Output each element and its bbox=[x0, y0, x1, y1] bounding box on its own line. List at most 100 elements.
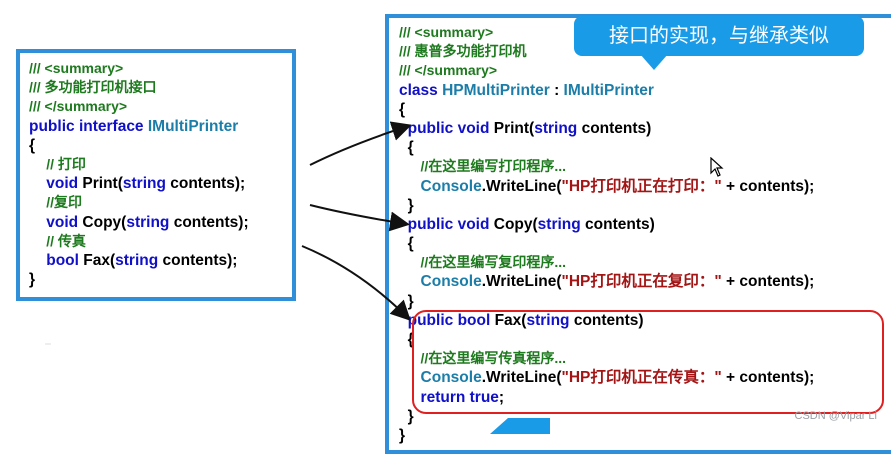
mouse-cursor-icon bbox=[710, 156, 724, 182]
code-token: void bbox=[46, 175, 83, 193]
code-token: + contents); bbox=[721, 369, 815, 387]
code-token: /// </summary> bbox=[399, 62, 498, 79]
code-token: bool bbox=[46, 251, 84, 269]
code-token: HPMultiPrinter bbox=[442, 81, 555, 99]
code-token: contents) bbox=[573, 311, 644, 329]
code-line: void Print(string contents); bbox=[29, 174, 249, 193]
code-line: public void Copy(string contents) bbox=[399, 215, 814, 234]
code-token: void bbox=[46, 213, 83, 231]
code-token: string bbox=[534, 119, 582, 137]
code-token: string bbox=[126, 213, 174, 231]
code-token: } bbox=[29, 271, 36, 289]
code-line: /// 惠普多功能打印机 bbox=[399, 42, 814, 61]
code-token: { bbox=[399, 331, 414, 348]
callout-banner: 接口的实现，与继承类似 bbox=[574, 16, 864, 56]
code-token: /// <summary> bbox=[29, 60, 124, 76]
code-line: void Copy(string contents); bbox=[29, 213, 249, 232]
code-token: + contents); bbox=[721, 177, 815, 195]
code-token: Copy( bbox=[493, 215, 538, 233]
code-token: Print( bbox=[82, 175, 123, 193]
code-token: Copy( bbox=[82, 213, 127, 231]
code-line: bool Fax(string contents); bbox=[29, 251, 249, 270]
code-token: IMultiPrinter bbox=[563, 81, 654, 99]
watermark: CSDN @Vipar Li bbox=[794, 410, 878, 422]
arrow-icon bbox=[309, 121, 412, 166]
code-line: Console.WriteLine("HP打印机正在打印：" + content… bbox=[399, 177, 815, 196]
callout-tail bbox=[640, 54, 668, 70]
code-line: { bbox=[399, 100, 814, 119]
code-token: //复印 bbox=[46, 194, 83, 211]
code-token: contents); bbox=[162, 251, 238, 269]
code-token: { bbox=[399, 139, 414, 157]
fax-method-highlight bbox=[412, 310, 884, 414]
code-line: public bool Fax(string contents) bbox=[399, 311, 814, 330]
code-line: //复印 bbox=[29, 193, 249, 212]
bottom-tab-decoration bbox=[490, 418, 550, 434]
code-line: /// 多功能打印机接口 bbox=[29, 78, 249, 97]
code-token: return true bbox=[420, 388, 499, 406]
code-token: //在这里编写传真程序... bbox=[420, 350, 566, 367]
code-token: string bbox=[122, 175, 171, 193]
code-line: // 传真 bbox=[29, 232, 249, 251]
code-line: { bbox=[399, 234, 814, 253]
code-line: public interface IMultiPrinter bbox=[29, 117, 249, 136]
code-token: /// 惠普多功能打印机 bbox=[399, 43, 527, 60]
code-token: ; bbox=[498, 388, 505, 406]
code-token: Fax( bbox=[83, 251, 116, 269]
code-token: class bbox=[399, 81, 443, 99]
code-line: { bbox=[399, 330, 814, 349]
code-token: "HP打印机正在打印：" bbox=[561, 177, 722, 195]
code-token: .WriteLine( bbox=[481, 273, 562, 291]
code-token: //在这里编写复印程序... bbox=[420, 254, 566, 271]
code-token: // 传真 bbox=[46, 232, 86, 249]
code-token: "HP打印机正在传真：" bbox=[561, 369, 722, 387]
code-token: IMultiPrinter bbox=[147, 117, 239, 135]
code-line: { bbox=[399, 138, 814, 157]
code-token: { bbox=[399, 235, 414, 253]
code-token: : bbox=[554, 81, 564, 99]
interface-code-block: /// <summary> /// 多功能打印机接口/// </summary>p… bbox=[29, 59, 249, 289]
code-token: } bbox=[399, 407, 414, 425]
code-token: string bbox=[537, 215, 586, 233]
code-token: /// 多功能打印机接口 bbox=[29, 79, 157, 96]
code-line: return true; bbox=[399, 388, 814, 407]
code-token: Console bbox=[420, 273, 482, 291]
code-line: //在这里编写传真程序... bbox=[399, 349, 814, 368]
code-line: //在这里编写复印程序... bbox=[399, 253, 814, 272]
code-line: //在这里编写打印程序... bbox=[399, 157, 814, 176]
code-line: // 打印 bbox=[29, 155, 249, 174]
code-token: .WriteLine( bbox=[481, 177, 562, 195]
code-token: public void bbox=[407, 119, 494, 137]
code-line: } bbox=[399, 196, 814, 215]
code-token: public void bbox=[407, 215, 494, 233]
implementation-code-block: /// <summary> /// 惠普多功能打印机 /// </summary> c… bbox=[399, 23, 814, 445]
callout-text: 接口的实现，与继承类似 bbox=[609, 25, 829, 47]
code-line: /// </summary> bbox=[29, 97, 249, 116]
code-line: { bbox=[29, 136, 249, 155]
code-token: { bbox=[399, 100, 406, 118]
code-line: /// <summary> bbox=[399, 23, 814, 42]
mapping-arrows bbox=[301, 121, 412, 321]
code-line: /// <summary> bbox=[29, 59, 249, 78]
code-token: contents) bbox=[581, 119, 652, 137]
code-token: contents) bbox=[585, 215, 655, 233]
code-line: /// </summary> bbox=[399, 61, 814, 80]
code-line: class HPMultiPrinter : IMultiPrinter bbox=[399, 81, 814, 100]
code-token: Fax( bbox=[494, 311, 527, 329]
arrow-icon bbox=[309, 204, 410, 232]
decorative-dash bbox=[45, 343, 51, 345]
implementation-code-panel: /// <summary> /// 惠普多功能打印机 /// </summary> c… bbox=[385, 14, 891, 454]
code-token: + contents); bbox=[721, 273, 815, 291]
code-token: Console bbox=[420, 369, 482, 387]
interface-code-panel: /// <summary> /// 多功能打印机接口/// </summary>p… bbox=[16, 49, 296, 301]
code-token: //在这里编写打印程序... bbox=[420, 158, 566, 175]
code-token: Print( bbox=[493, 119, 535, 137]
code-line: Console.WriteLine("HP打印机正在复印：" + content… bbox=[399, 272, 815, 291]
code-line: Console.WriteLine("HP打印机正在传真：" + content… bbox=[399, 368, 815, 387]
code-line: } bbox=[399, 407, 814, 426]
code-token: /// <summary> bbox=[399, 24, 494, 40]
code-token: contents); bbox=[173, 213, 249, 231]
code-line: } bbox=[29, 270, 249, 289]
code-token: } bbox=[399, 196, 414, 214]
code-token: "HP打印机正在复印：" bbox=[561, 273, 722, 291]
